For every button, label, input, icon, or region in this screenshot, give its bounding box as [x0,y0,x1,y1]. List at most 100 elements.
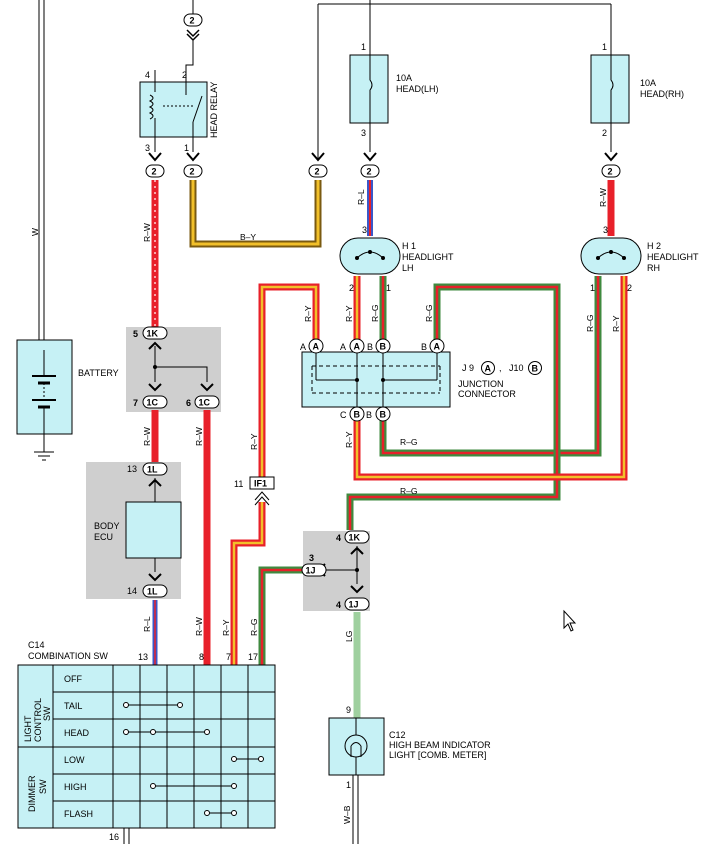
conn-1L-bottom: 1L [147,587,158,597]
conn-1J-pin4: 4 [336,600,341,610]
sw-row-high: HIGH [64,782,87,792]
wlabel-rg-3: R–G [585,315,595,332]
h1-pin-3: 3 [362,225,367,235]
wlabel-rg-1: R–G [370,305,380,322]
jb-lbl-b: B [366,410,372,420]
c12-name-2: LIGHT [COMB. METER] [389,750,486,760]
legend-sep: , [499,363,502,373]
body-ecu: BODY ECU 13 14 [94,464,182,596]
junction-name: JUNCTION [458,379,504,389]
legend-b: B [532,364,539,374]
conn-1J-pin3: 3 [309,553,314,563]
wlabel-w: W [30,228,40,236]
wire-labels: W R–W B–Y R–L R–W R–Y R–Y R–G R–G R–G R–… [30,188,621,824]
jt-lbl-b1: B [367,342,373,352]
mouse-cursor-icon [563,609,577,632]
junction-bottom-pins: B C B B [340,406,391,422]
fuse-head-lh: 1 3 10A HEAD(LH) [349,42,439,138]
wlabel-ry-5: R–Y [344,431,354,448]
conn-1K-lower: 1K [349,533,361,543]
relay-name: HEAD RELAY [209,82,219,138]
fuse-lh-pin-3: 3 [361,128,366,138]
if1-pin: 11 [234,479,243,489]
wlabel-wb: W–B [342,805,352,824]
sw-group2-line1: DIMMER [27,775,37,812]
conn-2-e: 2 [608,167,613,177]
sw-row-head: HEAD [64,728,90,738]
legend-j10: J10 [509,363,524,373]
fuse-rh-pin-2: 2 [602,128,607,138]
h2-side: RH [647,263,660,273]
headlight-lh: 3 2 1 H 1 HEADLIGHT LH [339,225,454,293]
wlabel-rg-2: R–G [424,305,434,322]
c12-pin-9: 9 [346,705,351,715]
sw-group2-line2: SW [38,779,48,794]
wlabel-rl-1: R–L [356,189,366,205]
wlabel-rg-5: R–G [400,486,417,496]
junction-connector: JUNCTION CONNECTOR J 9 A , J10 B [301,351,542,408]
conn-1K-pin5: 5 [133,329,138,339]
fuse-rh-rating: 10A [640,78,656,88]
h1-side: LH [402,263,414,273]
wlabel-rl-2: R–L [142,616,152,632]
relay-pin-1: 1 [184,143,189,153]
wlabel-lg: LG [344,631,354,642]
sw-pin-8: 8 [199,652,204,662]
combination-switch: C14 COMBINATION SW LIGHT CONTROL SW DIMM… [17,640,276,842]
fuse-head-rh: 1 2 10A HEAD(RH) [590,42,684,138]
sw-name: COMBINATION SW [28,651,108,661]
conn-2-d: 2 [367,167,372,177]
wlabel-by: B–Y [240,232,256,242]
conn-1C-pin6: 6 [186,398,191,408]
jt-pin-a1: A [313,342,320,352]
sw-code: C14 [28,640,45,650]
fuse-rh-pin-1: 1 [602,42,607,52]
c12-code: C12 [389,730,406,740]
junction-name-2: CONNECTOR [458,389,516,399]
c12-pin-1: 1 [346,780,351,790]
jt-pin-b1: B [380,342,387,352]
jt-lbl-a2: A [340,342,346,352]
c12-name: HIGH BEAM INDICATOR [389,740,491,750]
conn-top-2: 2 [190,16,195,26]
conn-1L-top: 1L [147,465,158,475]
h1-name: HEADLIGHT [402,252,454,262]
jb-pin-b2: B [380,410,387,420]
wlabel-rw-5: R–W [194,617,204,636]
jt-lbl-b2: B [421,342,427,352]
jb-pin-b1: B [354,410,361,420]
sw-row-tail: TAIL [64,701,82,711]
jt-pin-a2: A [354,342,361,352]
conn-1K-upper: 1K [147,329,159,339]
wlabel-ry-2: R–Y [344,305,354,322]
high-beam-indicator: 9 1 C12 HIGH BEAM INDICATOR LIGHT [COMB.… [328,705,491,790]
relay-pin-4: 4 [145,70,150,80]
wlabel-rw-3: R–W [142,427,152,446]
sw-pin-17: 17 [248,652,258,662]
conn-2-b: 2 [190,167,195,177]
wire-splice-branch [155,366,208,382]
jt-pin-a3: A [434,342,441,352]
wlabel-rw-2: R–W [598,188,608,207]
fuse-lh-name: HEAD(LH) [396,84,439,94]
h1-pin-1: 1 [386,283,391,293]
ecu-name-2: ECU [94,532,113,542]
conn-1K-pin4: 4 [336,533,341,543]
jb-lbl-c: C [340,410,347,420]
pill-connectors: 2 2 2 2 2 2 1K 5 1C 7 1C 6 1L [133,13,621,611]
sw-pin-13: 13 [138,652,148,662]
wlabel-ry-1: R–Y [303,305,313,322]
sw-group1-line3: SW [42,706,52,721]
fuse-rh-name: HEAD(RH) [640,89,684,99]
wlabel-ry-6: R–Y [221,619,231,636]
wlabel-ry-4: R–Y [249,433,259,450]
legend-a: A [485,364,492,374]
sw-group1-line2: CONTROL [33,698,43,742]
h1-code: H 1 [402,241,416,251]
if1-label: IF1 [254,479,267,489]
h1-pin-2: 2 [349,283,354,293]
wlabel-rw-1: R–W [142,223,152,242]
wlabel-rw-4: R–W [194,427,204,446]
wlabel-rg-4: R–G [400,437,417,447]
